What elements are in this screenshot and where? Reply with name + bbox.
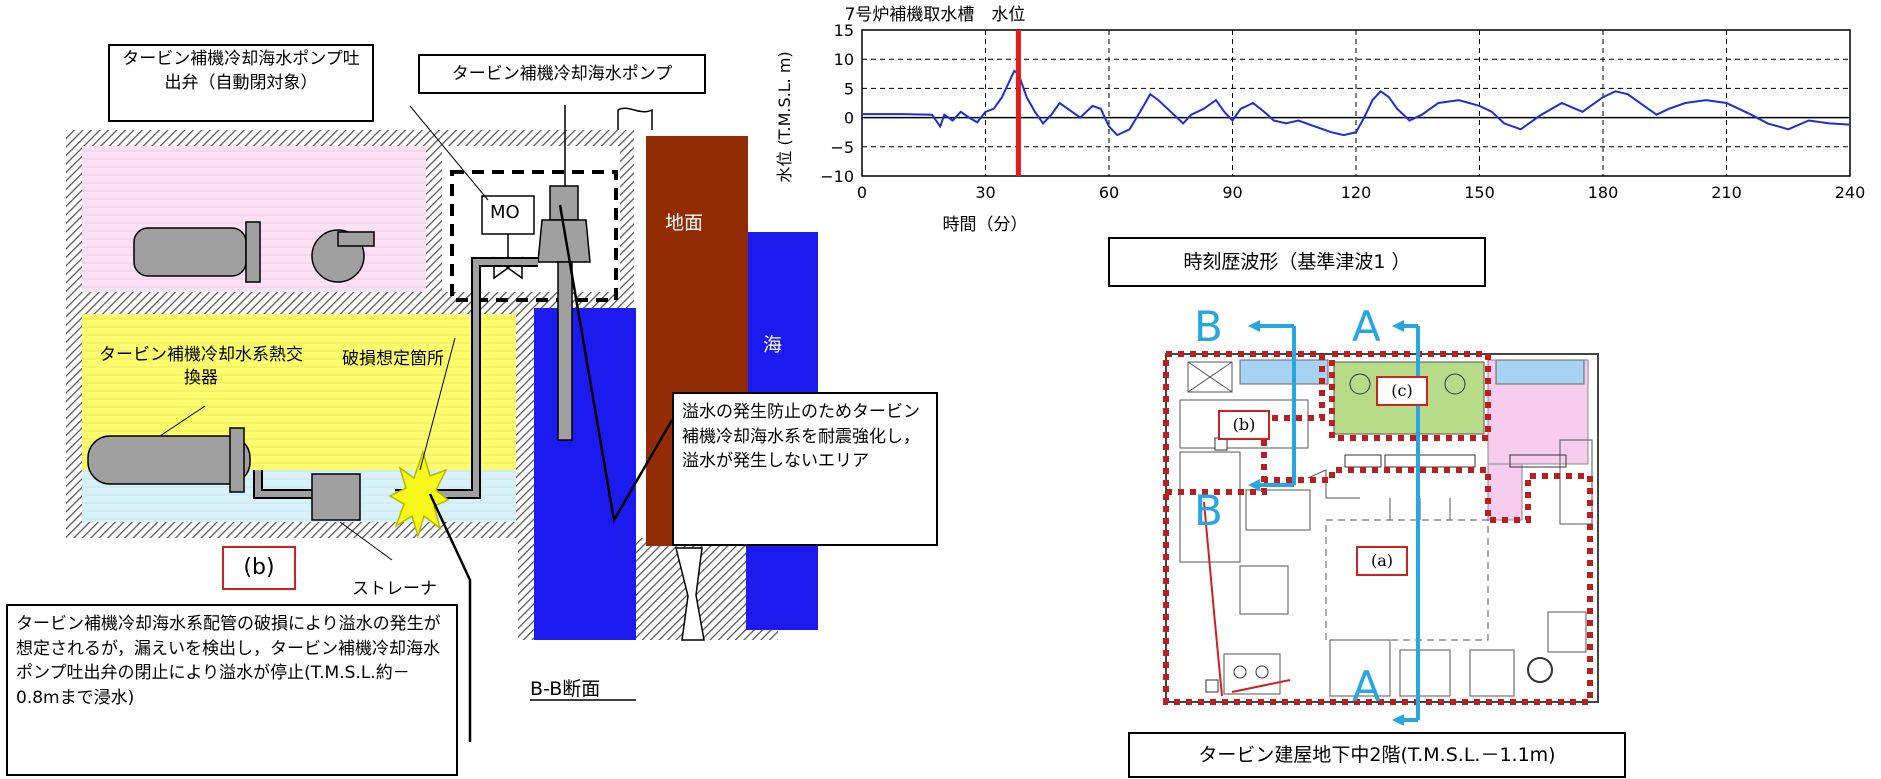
zone-c-outline [1329,351,1491,441]
plan-tag-b: (b) [1218,410,1270,440]
x-tick-label: 30 [975,183,995,202]
plan-caption-box: タービン建屋地下中2階(T.M.S.L.－1.1m) [1128,732,1626,778]
seismic-enclosure [450,170,618,302]
y-tick-label: 10 [834,50,854,69]
x-tick-label: 210 [1711,183,1742,202]
pump-label: タービン補機冷却海水ポンプ [451,64,673,84]
sea-label: 海 [763,334,783,356]
strainer-label: ストレーナ [352,579,437,599]
x-tick-label: 90 [1222,183,1242,202]
vent-pipe [617,107,653,130]
seismic-note: 溢水の発生防止のためタービン補機冷却海水系を耐震強化し，溢水が発生しないエリア [672,392,938,546]
x-tick-label: 120 [1341,183,1372,202]
chart-title: 7号炉補機取水槽 水位 [845,5,1026,25]
pump-body [537,219,591,263]
sea-lower [534,308,636,640]
x-tick-label: 0 [857,183,867,202]
chart-grid [861,29,1851,177]
leak-note-text: タービン補機冷却海水系配管の破損により溢水の発生が想定されるが，漏えいを検出し，… [16,614,441,708]
zone-a-outline [1163,467,1593,705]
section-line-b [1258,324,1296,487]
x-tick-label: 150 [1464,183,1495,202]
chart-caption: 時刻歴波形（基準津波1 ） [1183,251,1411,273]
waveform-series-line [862,69,1851,137]
x-tick-label: 60 [1099,183,1119,202]
exchanger-label: タービン補機冷却水系熱交換器 [99,345,303,388]
pump-label-box: タービン補機冷却海水ポンプ [418,54,706,94]
damage-label: 破損想定箇所 [342,349,444,369]
ground-label: 地面 [665,212,704,234]
equipment-tank [133,227,247,277]
seismic-note-text: 溢水の発生防止のためタービン補機冷却海水系を耐震強化し，溢水が発生しないエリア [682,402,920,472]
valve-label-box: タービン補機冷却海水ポンプ吐出弁（自動閉対象） [108,44,374,122]
y-tick-label: 15 [834,21,854,40]
heat-exchanger [87,435,251,485]
mo-label: MO [490,202,520,223]
pump-column [557,261,573,441]
pump-motor [549,185,579,221]
section-caption: B-B断面 [530,678,601,700]
section-a-bottom: A [1352,662,1381,711]
mo-actuator [481,195,535,235]
break-symbol [675,547,705,641]
chart-caption-box: 時刻歴波形（基準津波1 ） [1108,237,1486,287]
y-axis-label: 水位 (T.M.S.L. m) [775,51,794,182]
chart-series-layer [862,30,1851,176]
plan-dashed-area [1325,519,1489,641]
x-tick-label: 180 [1588,183,1619,202]
plan-tag-c-text: (c) [1391,381,1413,400]
zone-b-tag: (b) [222,546,296,590]
y-tick-label: −5 [830,138,854,157]
plan-tag-a-text: (a) [1370,551,1394,570]
plan-blue-room [1239,359,1329,385]
plan-tag-a: (a) [1356,546,1408,576]
x-axis-label: 時間（分） [943,215,1028,235]
damage-point-icon [388,449,450,539]
section-b-bottom: B [1194,486,1223,535]
strainer [311,473,361,521]
leak-note: タービン補機冷却海水系配管の破損により溢水の発生が想定されるが，漏えいを検出し，… [6,604,458,776]
plan-tag-c: (c) [1376,376,1428,406]
plan-caption: タービン建屋地下中2階(T.M.S.L.－1.1m) [1198,744,1556,766]
x-tick-label: 240 [1835,183,1866,202]
valve-label: タービン補機冷却海水ポンプ吐出弁（自動閉対象） [122,49,360,93]
y-tick-label: 5 [844,79,854,98]
section-b-top: B [1194,302,1223,351]
section-a-top: A [1352,302,1381,351]
y-tick-label: 0 [844,109,854,128]
plan-tag-b-text: (b) [1232,415,1256,434]
section-diagram [66,105,818,742]
y-tick-label: −10 [820,167,854,186]
zone-b-tag-text: (b) [243,555,275,580]
